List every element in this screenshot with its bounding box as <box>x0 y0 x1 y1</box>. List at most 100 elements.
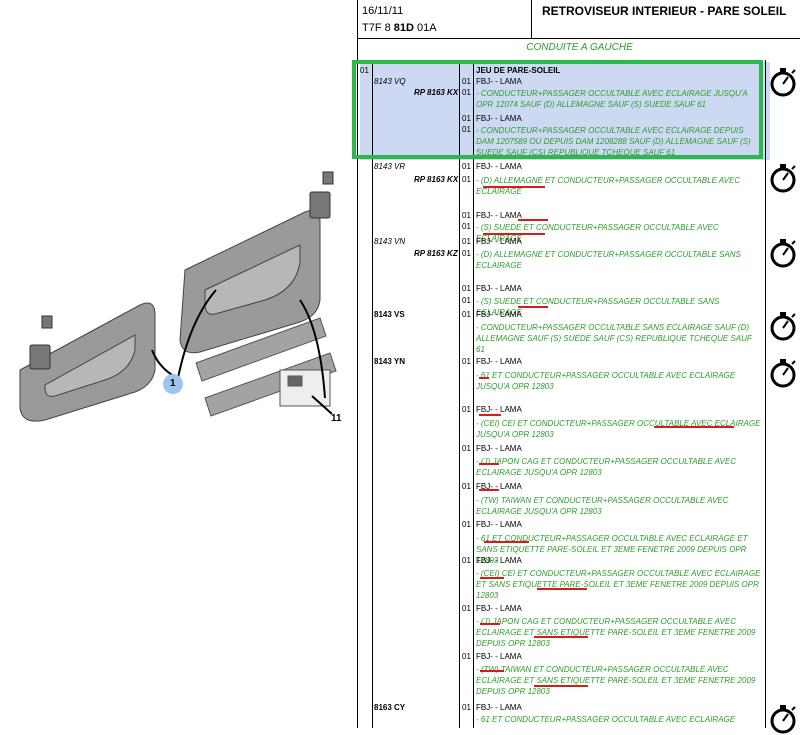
red-underline-mark <box>654 426 734 428</box>
stopwatch-icon[interactable] <box>768 357 798 389</box>
red-underline-mark <box>480 577 504 579</box>
highlighted-rows <box>360 62 770 160</box>
row-qty-2: 01 <box>462 237 471 246</box>
row-qty-2: 01 <box>462 222 471 231</box>
row-description: - (D) ALLEMAGNE ET CONDUCTEUR+PASSAGER O… <box>476 176 741 196</box>
row-qty-2: 01 <box>462 249 471 258</box>
red-underline-mark <box>483 233 545 235</box>
label-strips <box>195 317 337 417</box>
row-qty-2: 01 <box>462 88 471 97</box>
red-underline-mark <box>479 377 489 379</box>
row-qty-2: 01 <box>462 284 471 293</box>
row-description: - CONDUCTEUR+PASSAGER OCCULTABLE AVEC EC… <box>476 126 751 157</box>
row-description: - (TW) TAIWAN ET CONDUCTEUR+PASSAGER OCC… <box>476 665 756 696</box>
red-underline-mark <box>480 623 500 625</box>
parts-list: 16/11/11 T7F 8 81D 01A RETROVISEUR INTER… <box>357 0 800 734</box>
row-ref: 8143 VS <box>374 310 405 319</box>
row-label: FBJ- - LAMA <box>476 237 522 246</box>
stopwatch-icon[interactable] <box>768 66 798 98</box>
row-qty-2: 01 <box>462 357 471 366</box>
row-description: - (J) JAPON CAG ET CONDUCTEUR+PASSAGER O… <box>476 617 756 648</box>
row-label: JEU DE PARE-SOLEIL <box>476 66 561 75</box>
row-label: FBJ- - LAMA <box>476 520 522 529</box>
row-code: RP 8163 KX <box>414 88 459 97</box>
row-ref: 8163 CY <box>374 703 406 712</box>
row-description: - (CEI) CEI ET CONDUCTEUR+PASSAGER OCCUL… <box>476 419 761 439</box>
red-underline-mark <box>479 463 499 465</box>
row-description: - CONDUCTEUR+PASSAGER OCCULTABLE AVEC EC… <box>476 89 748 109</box>
row-description: - 61 ET CONDUCTEUR+PASSAGER OCCULTABLE A… <box>476 534 748 565</box>
row-label: FBJ- - LAMA <box>476 604 522 613</box>
callout-11: 11 <box>331 413 342 424</box>
row-description: - (TW) TAIWAN ET CONDUCTEUR+PASSAGER OCC… <box>476 496 729 516</box>
row-label: FBJ- - LAMA <box>476 284 522 293</box>
header-ref: T7F 8 81D 01A <box>362 22 437 34</box>
row-description: - 61 ET CONDUCTEUR+PASSAGER OCCULTABLE A… <box>476 715 736 724</box>
red-underline-mark <box>483 186 545 188</box>
callout-1: 1 <box>170 378 176 389</box>
row-description: - 61 ET CONDUCTEUR+PASSAGER OCCULTABLE A… <box>476 371 736 391</box>
red-underline-mark <box>479 414 501 416</box>
red-underline-mark <box>479 489 499 491</box>
red-underline-mark <box>518 219 548 221</box>
row-qty-2: 01 <box>462 162 471 171</box>
row-ref: 8143 VR <box>374 162 406 171</box>
row-description: - CONDUCTEUR+PASSAGER OCCULTABLE SANS EC… <box>476 323 752 354</box>
row-label: FBJ- - LAMA <box>476 444 522 453</box>
visor-clips <box>29 171 334 370</box>
row-description: - (D) ALLEMAGNE ET CONDUCTEUR+PASSAGER O… <box>476 250 741 270</box>
row-description: - (J) JAPON CAG ET CONDUCTEUR+PASSAGER O… <box>476 457 736 477</box>
row-label: FBJ- - LAMA <box>476 703 522 712</box>
row-qty-2: 01 <box>462 703 471 712</box>
row-description: - (S) SUEDE ET CONDUCTEUR+PASSAGER OCCUL… <box>476 297 720 317</box>
stopwatch-icon[interactable] <box>768 237 798 269</box>
red-underline-mark <box>484 541 529 543</box>
stopwatch-icon[interactable] <box>768 703 798 735</box>
row-label: FBJ- - LAMA <box>476 482 522 491</box>
row-qty-2: 01 <box>462 444 471 453</box>
row-qty-2: 01 <box>462 310 471 319</box>
red-underline-mark <box>480 670 504 672</box>
section-heading: CONDUITE A GAUCHE <box>526 42 633 53</box>
row-label: FBJ- - LAMA <box>476 357 522 366</box>
stopwatch-icon[interactable] <box>768 162 798 194</box>
red-underline-mark <box>534 685 588 687</box>
document-header: 16/11/11 T7F 8 81D 01A RETROVISEUR INTER… <box>358 0 800 39</box>
red-underline-mark <box>537 588 587 590</box>
selection-box <box>352 60 763 159</box>
page-title: RETROVISEUR INTERIEUR - PARE SOLEIL <box>542 4 787 18</box>
row-ref: 8143 VN <box>374 237 406 246</box>
left-visor <box>19 302 156 422</box>
row-code: RP 8163 KX <box>414 175 459 184</box>
row-ref: 8143 VQ <box>374 77 406 86</box>
row-label: FBJ- - LAMA <box>476 310 522 319</box>
row-qty-2: 01 <box>462 211 471 220</box>
header-date: 16/11/11 <box>362 5 404 17</box>
row-label: FBJ- - LAMA <box>476 405 522 414</box>
parts-diagram: 1 11 <box>0 0 357 728</box>
row-qty-2: 01 <box>462 296 471 305</box>
callout-circle-1 <box>163 374 183 394</box>
row-label: FBJ- - LAMA <box>476 114 522 123</box>
row-qty-2: 01 <box>462 405 471 414</box>
row-qty-2: 01 <box>462 175 471 184</box>
row-label: FBJ- - LAMA <box>476 556 522 565</box>
sun-visor-illustration <box>19 171 337 422</box>
row-label: FBJ- - LAMA <box>476 211 522 220</box>
row-label: FBJ- - LAMA <box>476 652 522 661</box>
row-code: RP 8163 KZ <box>414 249 458 258</box>
row-qty: 01 <box>360 66 369 75</box>
row-qty-2: 01 <box>462 556 471 565</box>
row-description: - (CEI) CEI ET CONDUCTEUR+PASSAGER OCCUL… <box>476 569 761 600</box>
header-ref-block: 16/11/11 T7F 8 81D 01A <box>358 0 532 38</box>
row-ref: 8143 YN <box>374 357 405 366</box>
row-qty-2: 01 <box>462 114 471 123</box>
row-label: FBJ- - LAMA <box>476 77 522 86</box>
row-qty-2: 01 <box>462 482 471 491</box>
red-underline-mark <box>534 636 588 638</box>
red-underline-mark <box>518 306 548 308</box>
row-qty-2: 01 <box>462 520 471 529</box>
row-qty-2: 01 <box>462 652 471 661</box>
stopwatch-icon[interactable] <box>768 310 798 342</box>
row-qty-2: 01 <box>462 77 471 86</box>
